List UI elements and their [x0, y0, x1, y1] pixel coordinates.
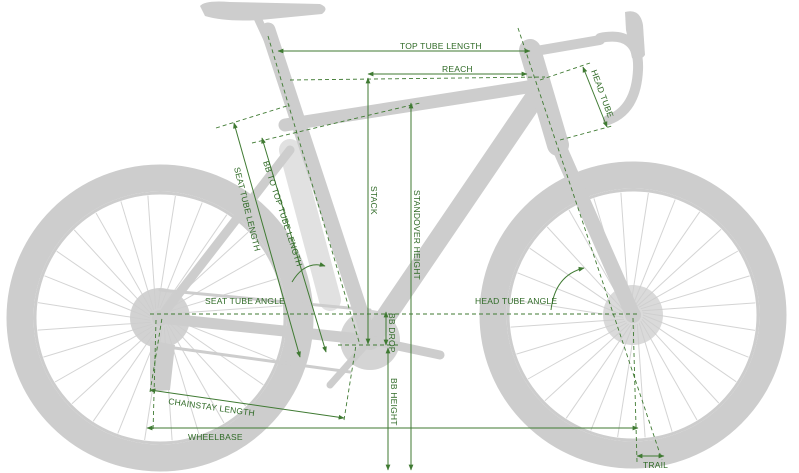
dim-bb-height: BB HEIGHT	[385, 347, 399, 471]
dim-stack: STACK	[365, 77, 379, 345]
stem	[525, 35, 605, 57]
dim-head-tube-angle: HEAD TUBE ANGLE	[475, 266, 585, 311]
saddle	[200, 1, 326, 21]
chainstay	[154, 312, 376, 346]
brake-hood	[625, 11, 645, 60]
label-head-tube: HEAD TUBE	[589, 68, 616, 119]
bike-silhouette	[6, 1, 787, 472]
dim-standover-height: STANDOVER HEIGHT	[408, 102, 422, 471]
label-standover-height: STANDOVER HEIGHT	[412, 190, 422, 280]
down-tube	[360, 80, 550, 350]
dim-top-tube-length: TOP TUBE LENGTH	[277, 41, 531, 54]
frame	[150, 1, 645, 392]
label-stack: STACK	[369, 186, 379, 215]
label-head-tube-angle: HEAD TUBE ANGLE	[475, 296, 557, 306]
steering-axis-line	[517, 27, 663, 461]
label-bb-height: BB HEIGHT	[389, 378, 399, 426]
fork	[548, 132, 641, 323]
label-seat-tube-angle: SEAT TUBE ANGLE	[205, 296, 285, 306]
dim-trail: TRAIL	[632, 317, 668, 470]
dim-wheelbase: WHEELBASE	[146, 319, 639, 442]
dim-seat-tube-angle: SEAT TUBE ANGLE	[205, 262, 326, 306]
crank-arm	[365, 335, 445, 360]
label-top-tube-length: TOP TUBE LENGTH	[400, 41, 482, 51]
head-tube	[519, 39, 569, 156]
label-bb-drop: BB DROP	[387, 313, 397, 353]
dim-bb-drop: BB DROP	[383, 311, 397, 353]
label-reach: REACH	[442, 64, 473, 74]
label-trail: TRAIL	[643, 460, 668, 470]
label-wheelbase: WHEELBASE	[188, 432, 243, 442]
dim-reach: REACH	[289, 64, 546, 81]
handlebar	[595, 31, 644, 125]
rear-derailleur	[150, 340, 175, 392]
dimensions: TOP TUBE LENGTH REACH HEAD TUBE SEAT TUB…	[146, 27, 668, 471]
